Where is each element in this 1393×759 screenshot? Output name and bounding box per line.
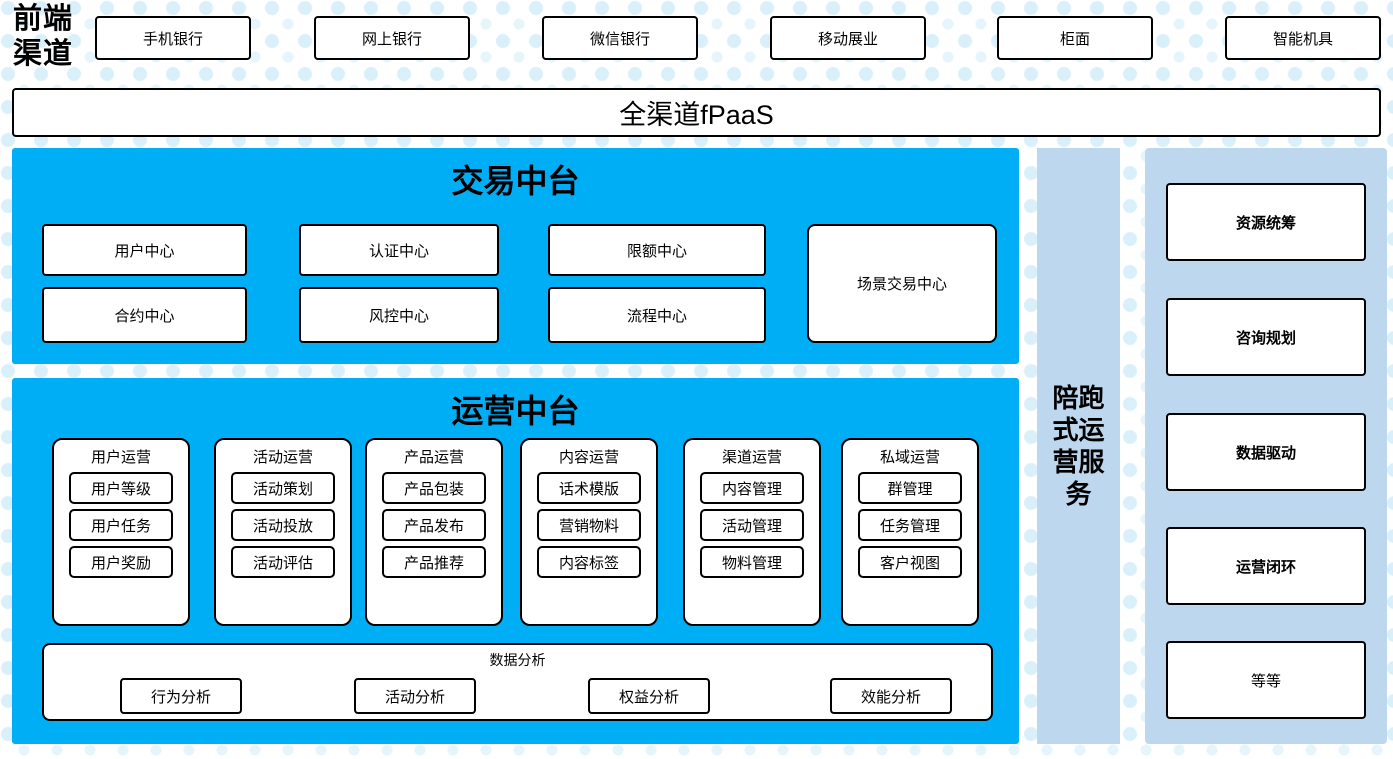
- ops-column-title-channel: 渠道运营: [721, 449, 782, 466]
- front-channel-label: 前端 渠道: [4, 1, 82, 73]
- ops-item-user-reward[interactable]: 用户奖励: [69, 546, 173, 578]
- channel-box-wechat-bank[interactable]: 微信银行: [542, 16, 698, 60]
- ops-column-title-private-domain: 私域运营: [879, 449, 940, 466]
- analytics-item-efficiency[interactable]: 效能分析: [830, 678, 952, 714]
- ops-item-script-template[interactable]: 话术模版: [537, 472, 641, 504]
- ops-item-user-task[interactable]: 用户任务: [69, 509, 173, 541]
- analytics-item-benefit[interactable]: 权益分析: [588, 678, 710, 714]
- ops-column-title-activity: 活动运营: [252, 449, 313, 466]
- ops-item-user-level[interactable]: 用户等级: [69, 472, 173, 504]
- ops-item-activity-delivery[interactable]: 活动投放: [231, 509, 335, 541]
- accompany-service-label: 陪跑式运营服务: [1052, 383, 1105, 509]
- trade-box-auth-center[interactable]: 认证中心: [299, 224, 499, 276]
- ops-item-content-tag[interactable]: 内容标签: [537, 546, 641, 578]
- ops-item-activity-planning[interactable]: 活动策划: [231, 472, 335, 504]
- omnichannel-fpaas-bar[interactable]: 全渠道fPaaS: [12, 88, 1381, 137]
- trade-platform-panel: 交易中台 用户中心 认证中心 限额中心 合约中心 风控中心 流程中心 场景交易中…: [12, 148, 1019, 364]
- service-box-ops-closed-loop[interactable]: 运营闭环: [1166, 527, 1366, 605]
- ops-platform-panel: 运营中台 用户运营 用户等级 用户任务 用户奖励 活动运营 活动策划 活动投放 …: [12, 378, 1019, 744]
- ops-column-activity: 活动运营 活动策划 活动投放 活动评估: [214, 438, 352, 626]
- ops-item-activity-mgmt[interactable]: 活动管理: [700, 509, 804, 541]
- data-analytics-card: 数据分析 行为分析 活动分析 权益分析 效能分析: [42, 643, 993, 721]
- services-panel: 资源统筹 咨询规划 数据驱动 运营闭环 等等: [1145, 148, 1387, 744]
- ops-item-product-recommend[interactable]: 产品推荐: [382, 546, 486, 578]
- trade-box-scene-trade-center[interactable]: 场景交易中心: [807, 224, 997, 343]
- ops-column-content: 内容运营 话术模版 营销物料 内容标签: [520, 438, 658, 626]
- ops-item-product-release[interactable]: 产品发布: [382, 509, 486, 541]
- channel-box-online-bank[interactable]: 网上银行: [314, 16, 470, 60]
- ops-item-material-mgmt[interactable]: 物料管理: [700, 546, 804, 578]
- front-channel-label-line1: 前端: [12, 3, 73, 35]
- trade-box-limit-center[interactable]: 限额中心: [548, 224, 766, 276]
- trade-box-contract-center[interactable]: 合约中心: [42, 287, 247, 343]
- accompany-service-column: 陪跑式运营服务: [1037, 148, 1120, 744]
- analytics-item-behavior[interactable]: 行为分析: [120, 678, 242, 714]
- channel-box-mobile-bank[interactable]: 手机银行: [95, 16, 251, 60]
- ops-column-title-user: 用户运营: [90, 449, 151, 466]
- channel-box-smart-machine[interactable]: 智能机具: [1225, 16, 1381, 60]
- ops-column-private-domain: 私域运营 群管理 任务管理 客户视图: [841, 438, 979, 626]
- ops-item-activity-eval[interactable]: 活动评估: [231, 546, 335, 578]
- ops-item-marketing-material[interactable]: 营销物料: [537, 509, 641, 541]
- channel-box-counter[interactable]: 柜面: [997, 16, 1153, 60]
- service-box-data-driven[interactable]: 数据驱动: [1166, 413, 1366, 491]
- service-box-consulting-planning[interactable]: 咨询规划: [1166, 298, 1366, 376]
- channel-box-mobile-biz[interactable]: 移动展业: [770, 16, 926, 60]
- ops-column-user: 用户运营 用户等级 用户任务 用户奖励: [52, 438, 190, 626]
- front-channel-row: 前端 渠道 手机银行 网上银行 微信银行 移动展业 柜面 智能机具: [0, 0, 1393, 78]
- front-channel-label-line2: 渠道: [12, 38, 73, 70]
- ops-platform-title: 运营中台: [451, 393, 580, 429]
- service-box-etc[interactable]: 等等: [1166, 641, 1366, 719]
- trade-box-user-center[interactable]: 用户中心: [42, 224, 247, 276]
- analytics-item-activity[interactable]: 活动分析: [354, 678, 476, 714]
- ops-column-product: 产品运营 产品包装 产品发布 产品推荐: [365, 438, 503, 626]
- trade-box-risk-center[interactable]: 风控中心: [299, 287, 499, 343]
- ops-column-title-product: 产品运营: [403, 449, 464, 466]
- ops-column-channel: 渠道运营 内容管理 活动管理 物料管理: [683, 438, 821, 626]
- ops-item-task-mgmt[interactable]: 任务管理: [858, 509, 962, 541]
- ops-item-customer-view[interactable]: 客户视图: [858, 546, 962, 578]
- ops-item-content-mgmt[interactable]: 内容管理: [700, 472, 804, 504]
- ops-item-product-packaging[interactable]: 产品包装: [382, 472, 486, 504]
- trade-box-process-center[interactable]: 流程中心: [548, 287, 766, 343]
- ops-item-group-mgmt[interactable]: 群管理: [858, 472, 962, 504]
- data-analytics-title: 数据分析: [489, 652, 546, 668]
- trade-platform-title: 交易中台: [451, 163, 580, 199]
- ops-column-title-content: 内容运营: [558, 449, 619, 466]
- service-box-resource-coordination[interactable]: 资源统筹: [1166, 183, 1366, 261]
